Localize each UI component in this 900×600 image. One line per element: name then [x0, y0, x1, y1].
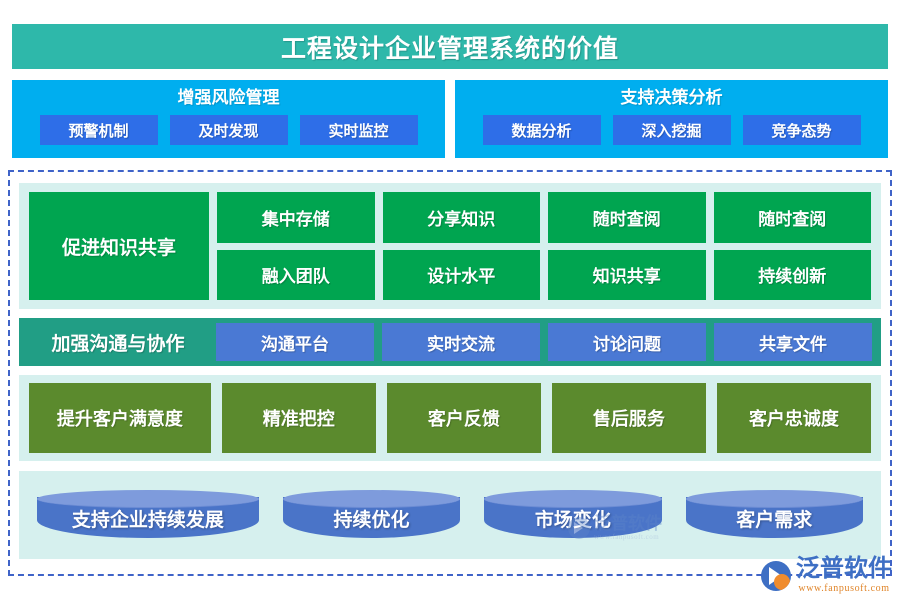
- chip-competitive-situation[interactable]: 竞争态势: [742, 115, 861, 145]
- cylinder-label-continuous-optimization: 持续优化: [333, 509, 410, 531]
- cylinder-continuous-optimization[interactable]: 持续优化: [282, 490, 461, 540]
- section-customer-satisfaction: 提升客户满意度 精准把控 客户反馈 售后服务 客户忠诚度: [19, 375, 881, 461]
- cell-communication-platform[interactable]: 沟通平台: [216, 323, 374, 361]
- cylinder-label-sustainable-development: 支持企业持续发展: [71, 509, 224, 531]
- cell-precise-control[interactable]: 精准把控: [221, 383, 376, 453]
- cell-customer-feedback[interactable]: 客户反馈: [386, 383, 541, 453]
- page-title: 工程设计企业管理系统的价值: [280, 35, 619, 63]
- cell-share-knowledge[interactable]: 分享知识: [382, 192, 540, 243]
- cell-central-storage[interactable]: 集中存储: [217, 192, 375, 243]
- brand-logo[interactable]: 泛普软件 www.fanpusoft.com: [761, 557, 892, 594]
- cell-anytime-access-2[interactable]: 随时查阅: [713, 192, 871, 243]
- section-knowledge-sharing: 促进知识共享 集中存储 分享知识 随时查阅 随时查阅 融入团队 设计水平 知识共…: [19, 183, 881, 309]
- cell-design-level[interactable]: 设计水平: [382, 249, 540, 300]
- cylinder-market-change[interactable]: 市场变化: [484, 490, 662, 540]
- section-communication-collaboration: 加强沟通与协作 沟通平台 实时交流 讨论问题 共享文件: [19, 318, 881, 366]
- chip-warning-mechanism[interactable]: 预警机制: [39, 115, 158, 145]
- panel-decision-analysis-heading: 支持决策分析: [620, 88, 723, 107]
- cell-join-team[interactable]: 融入团队: [217, 249, 375, 300]
- knowledge-sharing-grid: 集中存储 分享知识 随时查阅 随时查阅 融入团队 设计水平 知识共享 持续创新: [217, 192, 871, 300]
- cell-knowledge-sharing[interactable]: 知识共享: [548, 249, 706, 300]
- cell-anytime-access-1[interactable]: 随时查阅: [548, 192, 706, 243]
- chip-deep-mining[interactable]: 深入挖掘: [612, 115, 731, 145]
- knowledge-sharing-lead[interactable]: 促进知识共享: [29, 192, 209, 300]
- cylinder-label-customer-demand: 客户需求: [736, 509, 813, 531]
- page-title-banner: 工程设计企业管理系统的价值: [12, 24, 888, 69]
- communication-lead[interactable]: 加强沟通与协作: [51, 333, 185, 355]
- knowledge-sharing-row: 融入团队 设计水平 知识共享 持续创新: [217, 249, 871, 300]
- cylinder-top-ellipse: [484, 490, 662, 508]
- knowledge-sharing-row: 集中存储 分享知识 随时查阅 随时查阅: [217, 192, 871, 243]
- brand-name: 泛普软件: [796, 556, 892, 582]
- chip-timely-discovery[interactable]: 及时发现: [169, 115, 288, 145]
- brand-logo-text: 泛普软件 www.fanpusoft.com: [796, 557, 892, 594]
- cylinder-top-ellipse: [282, 490, 461, 508]
- dashed-content-region: 促进知识共享 集中存储 分享知识 随时查阅 随时查阅 融入团队 设计水平 知识共…: [8, 170, 892, 576]
- cell-discuss-issues[interactable]: 讨论问题: [548, 323, 706, 361]
- brand-url: www.fanpusoft.com: [798, 583, 890, 594]
- panel-decision-analysis: 支持决策分析 数据分析 深入挖掘 竞争态势: [455, 80, 888, 158]
- cylinder-customer-demand[interactable]: 客户需求: [685, 490, 863, 540]
- cylinder-sustainable-development[interactable]: 支持企业持续发展: [37, 490, 259, 540]
- cell-continuous-innovation[interactable]: 持续创新: [713, 249, 871, 300]
- top-panel-row: 增强风险管理 预警机制 及时发现 实时监控 支持决策分析 数据分析 深入挖掘 竞…: [12, 80, 888, 158]
- cell-after-sales-service[interactable]: 售后服务: [551, 383, 706, 453]
- panel-risk-management: 增强风险管理 预警机制 及时发现 实时监控: [12, 80, 445, 158]
- chip-data-analysis[interactable]: 数据分析: [482, 115, 601, 145]
- section-sustainable-development: 支持企业持续发展 持续优化 市场变化 客户需求: [19, 471, 881, 559]
- cell-realtime-exchange[interactable]: 实时交流: [382, 323, 540, 361]
- cell-shared-files[interactable]: 共享文件: [714, 323, 872, 361]
- panel-decision-analysis-chips: 数据分析 深入挖掘 竞争态势: [482, 115, 861, 145]
- customer-satisfaction-lead[interactable]: 提升客户满意度: [29, 383, 211, 453]
- chip-realtime-monitoring[interactable]: 实时监控: [299, 115, 418, 145]
- fanpu-logo-icon: [761, 560, 791, 591]
- cylinder-top-ellipse: [685, 490, 863, 508]
- panel-risk-management-chips: 预警机制 及时发现 实时监控: [39, 115, 418, 145]
- cylinder-label-market-change: 市场变化: [534, 509, 611, 531]
- cell-customer-loyalty[interactable]: 客户忠诚度: [716, 383, 871, 453]
- cylinder-top-ellipse: [37, 490, 259, 508]
- panel-risk-management-heading: 增强风险管理: [177, 88, 280, 107]
